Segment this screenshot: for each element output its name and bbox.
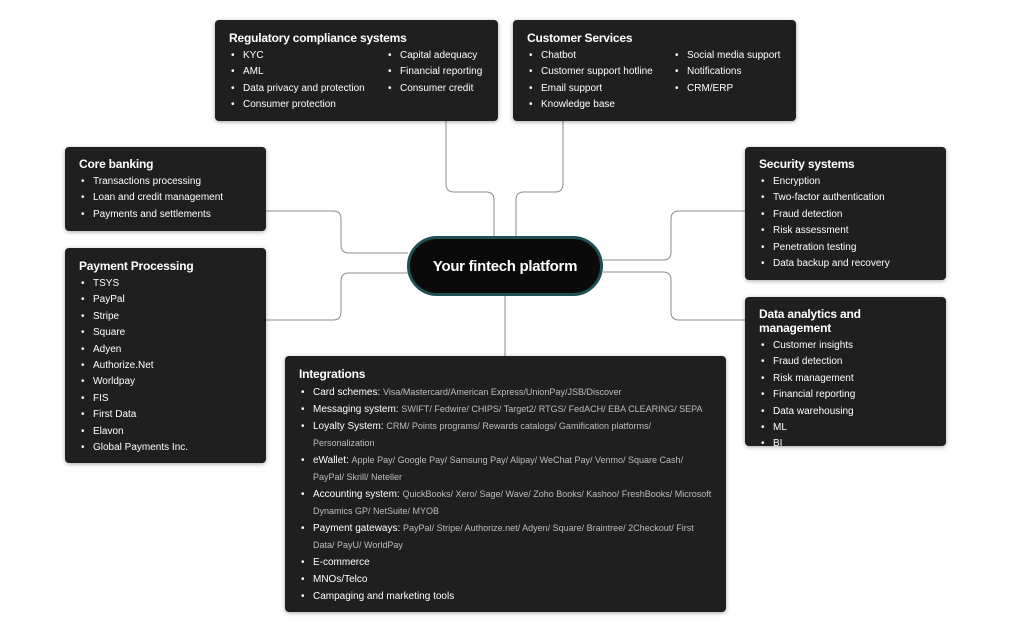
list-item: Knowledge base (527, 97, 673, 114)
list-item: Card schemes: Visa/Mastercard/American E… (299, 384, 712, 401)
integrations-list: Card schemes: Visa/Mastercard/American E… (299, 384, 712, 605)
list-item: PayPal (79, 292, 252, 309)
list-item: Risk management (759, 371, 932, 388)
connector-payment-processing (266, 272, 408, 321)
regulatory-compliance-title: Regulatory compliance systems (229, 31, 407, 45)
list-item: eWallet: Apple Pay/ Google Pay/ Samsung … (299, 452, 712, 486)
item-label: E-commerce (313, 557, 370, 568)
customer-services-box: Customer Services Chatbot Customer suppo… (513, 20, 796, 121)
list-item: Customer support hotline (527, 64, 673, 81)
list-item: Payment gateways: PayPal/ Stripe/ Author… (299, 520, 712, 554)
regulatory-list-right: Capital adequacy Financial reporting Con… (386, 48, 482, 114)
list-item: Financial reporting (386, 64, 482, 81)
list-item: CRM/ERP (673, 81, 780, 98)
security-systems-box: Security systems Encryption Two-factor a… (745, 147, 946, 280)
central-platform-node: Your fintech platform (407, 236, 603, 296)
regulatory-compliance-box: Regulatory compliance systems KYC AML Da… (215, 20, 498, 121)
security-systems-title: Security systems (759, 157, 855, 171)
connector-core-banking (266, 210, 408, 254)
core-banking-box: Core banking Transactions processing Loa… (65, 147, 266, 231)
item-label: Messaging system: (313, 404, 399, 415)
list-item: Loan and credit management (79, 190, 252, 207)
payment-processing-list: TSYS PayPal Stripe Square Adyen Authoriz… (79, 276, 252, 457)
list-item: Campaging and marketing tools (299, 588, 712, 605)
list-item: Authorize.Net (79, 358, 252, 375)
list-item: Messaging system: SWIFT/ Fedwire/ CHIPS/… (299, 401, 712, 418)
item-detail: QuickBooks/ Xero/ Sage/ Wave/ Zoho Books… (313, 489, 712, 516)
data-analytics-list: Customer insights Fraud detection Risk m… (759, 338, 932, 453)
integrations-box: Integrations Card schemes: Visa/Masterca… (285, 356, 726, 612)
list-item: Stripe (79, 309, 252, 326)
list-item: BI (759, 436, 932, 453)
list-item: Worldpay (79, 374, 252, 391)
list-item: Global Payments Inc. (79, 440, 252, 457)
list-item: Chatbot (527, 48, 673, 65)
list-item: Penetration testing (759, 240, 932, 257)
list-item: KYC (229, 48, 386, 65)
payment-processing-title: Payment Processing (79, 259, 194, 273)
list-item: Social media support (673, 48, 780, 65)
regulatory-list-left: KYC AML Data privacy and protection Cons… (229, 48, 386, 114)
customer-services-list-left: Chatbot Customer support hotline Email s… (527, 48, 673, 114)
item-label: Card schemes: (313, 387, 381, 398)
list-item: Loyalty System: CRM/ Points programs/ Re… (299, 418, 712, 452)
list-item: Elavon (79, 424, 252, 441)
list-item: Consumer credit (386, 81, 482, 98)
data-analytics-box: Data analytics and management Customer i… (745, 297, 946, 453)
list-item: Email support (527, 81, 673, 98)
core-banking-title: Core banking (79, 157, 154, 171)
list-item: Capital adequacy (386, 48, 482, 65)
list-item: Customer insights (759, 338, 932, 355)
list-item: MNOs/Telco (299, 571, 712, 588)
list-item: E-commerce (299, 554, 712, 571)
list-item: Encryption (759, 174, 932, 191)
list-item: Data privacy and protection (229, 81, 386, 98)
item-detail: Visa/Mastercard/American Express/UnionPa… (383, 387, 622, 397)
central-platform-title: Your fintech platform (432, 257, 578, 275)
list-item: Adyen (79, 342, 252, 359)
core-banking-list: Transactions processing Loan and credit … (79, 174, 252, 224)
item-detail: SWIFT/ Fedwire/ CHIPS/ Target2/ RTGS/ Fe… (401, 404, 703, 414)
item-label: Payment gateways: (313, 523, 401, 534)
item-label: Accounting system: (313, 489, 400, 500)
list-item: First Data (79, 407, 252, 424)
list-item: Consumer protection (229, 97, 386, 114)
customer-services-list-right: Social media support Notifications CRM/E… (673, 48, 780, 114)
list-item: Notifications (673, 64, 780, 81)
list-item: Risk assessment (759, 223, 932, 240)
connector-data-analytics (603, 271, 745, 321)
list-item: FIS (79, 391, 252, 408)
list-item: AML (229, 64, 386, 81)
list-item: TSYS (79, 276, 252, 293)
list-item: Transactions processing (79, 174, 252, 191)
item-detail: Apple Pay/ Google Pay/ Samsung Pay/ Alip… (313, 455, 684, 482)
list-item: Payments and settlements (79, 207, 252, 224)
item-label: eWallet: (313, 455, 349, 466)
list-item: Data warehousing (759, 404, 932, 421)
list-item: Financial reporting (759, 387, 932, 404)
list-item: ML (759, 420, 932, 437)
list-item: Fraud detection (759, 354, 932, 371)
item-label: Loyalty System: (313, 421, 384, 432)
list-item: Data backup and recovery (759, 256, 932, 273)
customer-services-title: Customer Services (527, 31, 633, 45)
list-item: Square (79, 325, 252, 342)
connector-security (603, 210, 745, 261)
list-item: Accounting system: QuickBooks/ Xero/ Sag… (299, 486, 712, 520)
data-analytics-title: Data analytics and management (759, 307, 861, 335)
integrations-title: Integrations (299, 367, 366, 381)
connector-regulatory (445, 121, 495, 237)
security-systems-list: Encryption Two-factor authentication Fra… (759, 174, 932, 273)
list-item: Fraud detection (759, 207, 932, 224)
item-detail: CRM/ Points programs/ Rewards catalogs/ … (313, 421, 651, 448)
item-label: MNOs/Telco (313, 574, 368, 585)
item-detail: PayPal/ Stripe/ Authorize.net/ Adyen/ Sq… (313, 523, 694, 550)
list-item: Two-factor authentication (759, 190, 932, 207)
connector-customer-services (515, 121, 564, 237)
item-label: Campaging and marketing tools (313, 591, 455, 602)
payment-processing-box: Payment Processing TSYS PayPal Stripe Sq… (65, 248, 266, 463)
